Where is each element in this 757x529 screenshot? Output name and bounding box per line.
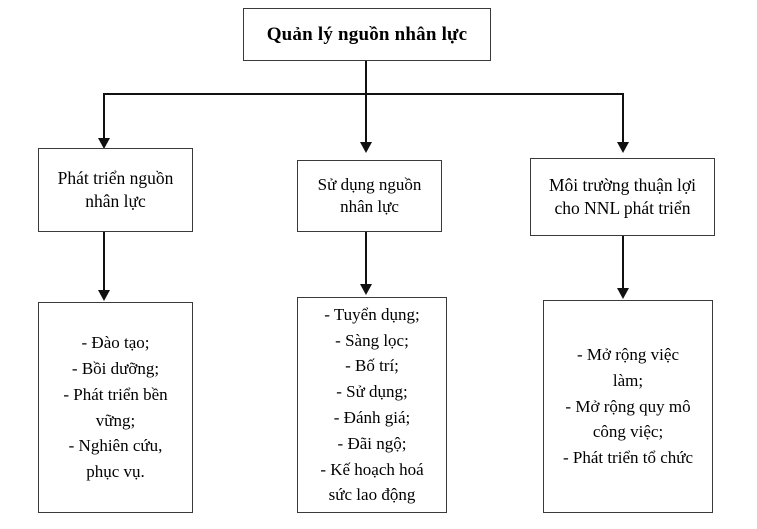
root-node-quan-ly-nguon-nhan-luc: Quản lý nguồn nhân lực [243, 8, 491, 61]
detail-node-su-dung: - Tuyển dụng; - Sàng lọc; - Bố trí; - Sử… [297, 297, 447, 513]
connector-horizontal-bus [103, 93, 624, 96]
branch-node-1-label: Phát triển nguồn nhân lực [57, 167, 174, 211]
connector-branch-1-to-detail [103, 232, 106, 292]
arrowhead-detail-2 [360, 284, 372, 295]
arrowhead-branch-1 [98, 138, 110, 149]
connector-trunk-vertical [365, 61, 368, 95]
connector-branch-3-to-detail [622, 236, 625, 290]
arrowhead-branch-2 [360, 142, 372, 153]
branch-node-3-label: Môi trường thuận lợi cho NNL phát triển [548, 174, 697, 218]
arrowhead-detail-1 [98, 290, 110, 301]
detail-node-3-list: - Mở rộng việc làm; - Mở rộng quy mô côn… [562, 344, 694, 468]
connector-branch-2-to-detail [365, 232, 368, 286]
connector-drop-branch-3 [622, 93, 625, 144]
arrowhead-detail-3 [617, 288, 629, 299]
branch-node-moi-truong-thuan-loi: Môi trường thuận lợi cho NNL phát triển [530, 158, 715, 236]
connector-drop-branch-2 [365, 93, 368, 144]
root-node-label: Quản lý nguồn nhân lực [266, 23, 468, 45]
detail-node-moi-truong: - Mở rộng việc làm; - Mở rộng quy mô côn… [543, 300, 713, 513]
branch-node-2-label: Sử dụng nguồn nhân lực [317, 174, 422, 216]
detail-node-2-list: - Tuyển dụng; - Sàng lọc; - Bố trí; - Sử… [320, 304, 424, 505]
detail-node-1-list: - Đào tạo; - Bồi dưỡng; - Phát triển bền… [63, 333, 168, 482]
branch-node-phat-trien-nguon-nhan-luc: Phát triển nguồn nhân lực [38, 148, 193, 232]
detail-node-phat-trien: - Đào tạo; - Bồi dưỡng; - Phát triển bền… [38, 302, 193, 513]
connector-drop-branch-1 [103, 93, 106, 141]
arrowhead-branch-3 [617, 142, 629, 153]
branch-node-su-dung-nguon-nhan-luc: Sử dụng nguồn nhân lực [297, 160, 442, 232]
